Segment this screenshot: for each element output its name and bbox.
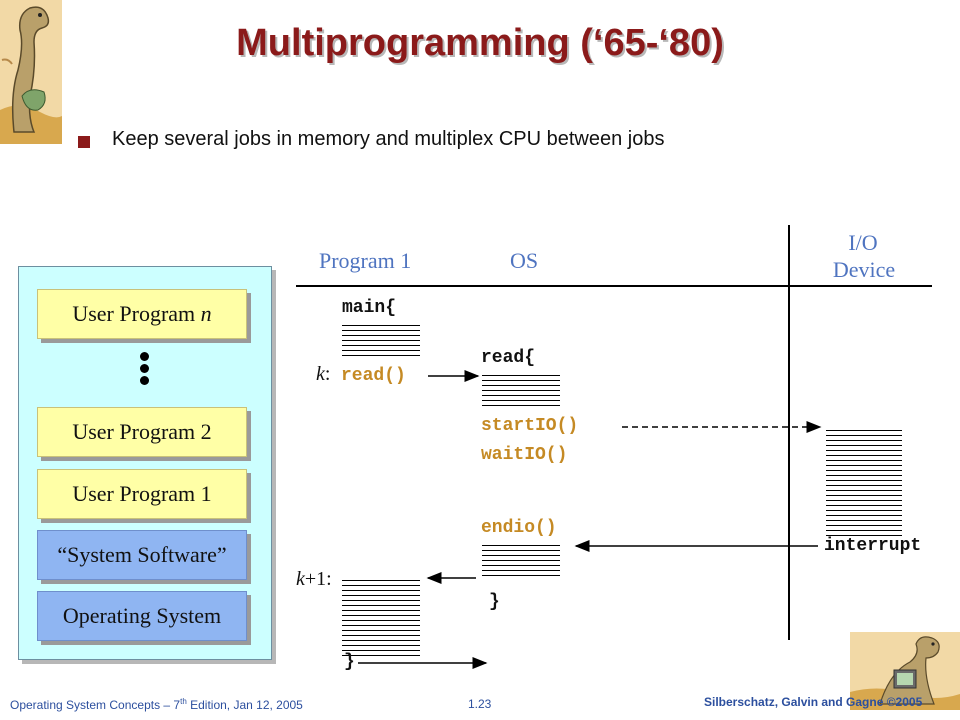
user-program-2-box: User Program 2 [37,407,247,457]
program-close-brace: } [344,652,355,672]
slide-title: Multiprogramming (‘65-‘80) [236,22,724,64]
k-variable: k [316,363,325,385]
io-device-activity-block [826,427,902,537]
footer-left-sup: th [180,697,187,706]
k-label: k: [316,363,330,386]
program1-header: Program 1 [319,248,412,273]
os-header: OS [510,248,539,273]
ellipsis-dot-icon [140,364,149,373]
waitio-label: waitIO() [481,445,568,465]
os-endio-code-block [482,545,560,579]
system-software-box: “System Software” [37,530,247,580]
program1-resume-code-block [342,580,420,656]
ellipsis-dot-icon [140,352,149,361]
startio-label: startIO() [481,416,579,436]
footer-left-prefix: Operating System Concepts – 7 [10,698,181,712]
dinosaur-logo-icon [0,0,62,144]
read-open-label: read{ [481,348,536,368]
program1-code-block [342,325,420,359]
footer-left-suffix: Edition, Jan 12, 2005 [186,698,303,712]
k-plus-1-label: k+1: [296,568,332,591]
memory-layout-panel: User Program n User Program 2 User Progr… [18,266,272,660]
interrupt-label: interrupt [824,536,922,556]
user-program-1-box: User Program 1 [37,469,247,519]
bullet-marker-icon [78,136,90,148]
k1-suffix: +1: [304,568,332,590]
user-program-n-box: User Program n [37,289,247,339]
os-close-brace: } [489,592,500,612]
k1-variable: k [296,568,305,590]
footer-right: Silberschatz, Galvin and Gagne ©2005 [704,695,923,709]
user-program-n-variable: n [200,301,212,326]
read-call-label: read() [341,366,406,386]
io-header-line1: I/O [848,230,878,255]
user-program-n-prefix: User Program [72,301,201,326]
main-open-label: main{ [342,298,397,318]
endio-label: endio() [481,518,557,538]
os-read-code-block [482,375,560,409]
page-number: 1.23 [468,697,492,711]
k-colon: : [324,363,331,385]
ellipsis-dot-icon [140,376,149,385]
footer-left: Operating System Concepts – 7th Edition,… [10,697,303,712]
dinosaur-laptop-logo-icon [850,632,960,710]
operating-system-box: Operating System [37,591,247,641]
io-header-line2: Device [832,257,896,282]
bullet-text: Keep several jobs in memory and multiple… [112,128,665,150]
